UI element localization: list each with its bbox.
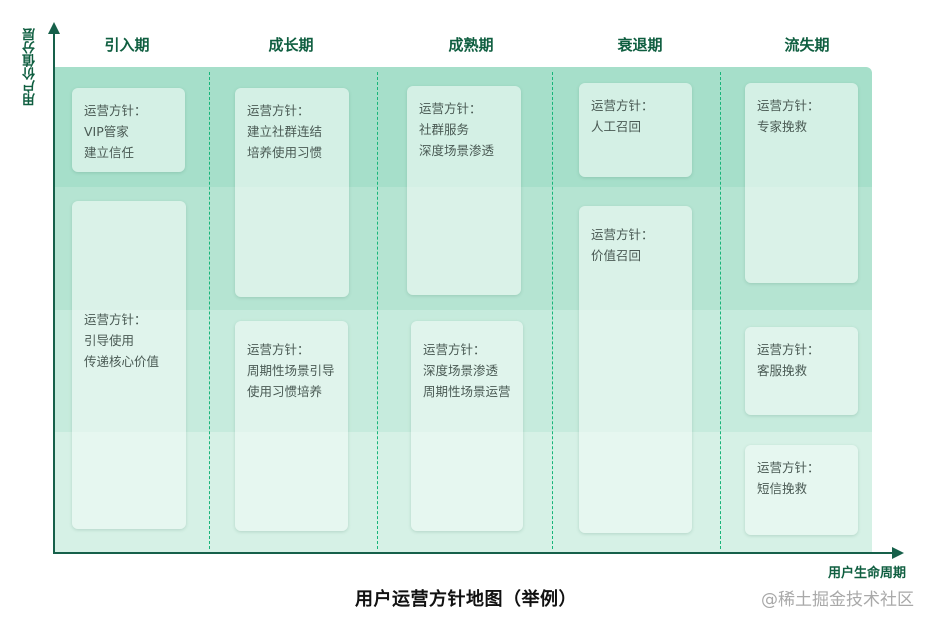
strategy-box-churn-1: 运营方针： 专家挽救	[745, 83, 858, 283]
strategy-grid: 运营方针： VIP管家 建立信任 运营方针： 引导使用 传递核心价值 运营方针：…	[55, 67, 872, 553]
strategy-box-intro-2: 运营方针： 引导使用 传递核心价值	[72, 201, 186, 529]
strategy-label: 运营方针：	[419, 101, 482, 116]
phase-divider	[720, 72, 721, 549]
arrow-right-icon	[892, 547, 904, 559]
strategy-item: 周期性场景引导	[247, 363, 335, 378]
strategy-label: 运营方针：	[247, 342, 310, 357]
phase-header-mature: 成熟期	[448, 36, 494, 54]
strategy-box-churn-2: 运营方针： 客服挽救	[745, 327, 858, 415]
strategy-box-intro-1: 运营方针： VIP管家 建立信任	[72, 88, 185, 172]
strategy-item: 引导使用	[84, 333, 135, 348]
arrow-up-icon	[48, 22, 60, 34]
strategy-box-mature-1: 运营方针： 社群服务 深度场景渗透	[407, 86, 521, 295]
strategy-box-growth-2: 运营方针： 周期性场景引导 使用习惯培养	[235, 321, 348, 531]
strategy-box-decline-2: 运营方针： 价值召回	[579, 206, 692, 533]
strategy-item: 使用习惯培养	[247, 384, 323, 399]
y-axis-label: 用户价值分层	[23, 28, 38, 106]
phase-header-decline: 衰退期	[617, 36, 663, 54]
strategy-label: 运营方针：	[423, 342, 486, 357]
strategy-item: 价值召回	[591, 248, 642, 263]
strategy-box-decline-1: 运营方针： 人工召回	[579, 83, 692, 177]
watermark: @稀土掘金技术社区	[761, 590, 914, 610]
x-axis-label: 用户生命周期	[827, 566, 906, 581]
strategy-label: 运营方针：	[757, 460, 820, 475]
strategy-item: 建立信任	[84, 145, 135, 160]
strategy-box-mature-2: 运营方针： 深度场景渗透 周期性场景运营	[411, 321, 523, 531]
strategy-item: 培养使用习惯	[247, 145, 323, 160]
strategy-box-growth-1: 运营方针： 建立社群连结 培养使用习惯	[235, 88, 349, 297]
strategy-label: 运营方针：	[247, 103, 310, 118]
strategy-label: 运营方针：	[757, 342, 820, 357]
strategy-label: 运营方针：	[591, 98, 654, 113]
phase-header-intro: 引入期	[104, 36, 150, 54]
strategy-label: 运营方针：	[84, 312, 147, 327]
diagram-title: 用户运营方针地图（举例）	[355, 589, 577, 610]
strategy-item: 客服挽救	[757, 363, 808, 378]
strategy-item: 人工召回	[591, 119, 642, 134]
strategy-item: VIP管家	[84, 124, 129, 139]
strategy-item: 深度场景渗透	[419, 143, 495, 158]
phase-divider	[377, 72, 378, 549]
strategy-label: 运营方针：	[591, 227, 654, 242]
strategy-item: 周期性场景运营	[423, 384, 511, 399]
phase-header-growth: 成长期	[268, 36, 314, 54]
phase-divider	[552, 72, 553, 549]
x-axis	[53, 552, 895, 554]
strategy-box-churn-3: 运营方针： 短信挽救	[745, 445, 858, 535]
y-axis	[53, 30, 55, 554]
strategy-label: 运营方针：	[757, 98, 820, 113]
strategy-item: 传递核心价值	[84, 354, 160, 369]
strategy-item: 专家挽救	[757, 119, 808, 134]
strategy-item: 社群服务	[419, 122, 470, 137]
strategy-item: 深度场景渗透	[423, 363, 499, 378]
phase-divider	[209, 72, 210, 549]
strategy-item: 建立社群连结	[247, 124, 323, 139]
strategy-item: 短信挽救	[757, 481, 808, 496]
strategy-label: 运营方针：	[84, 103, 147, 118]
phase-header-churn: 流失期	[784, 36, 830, 54]
